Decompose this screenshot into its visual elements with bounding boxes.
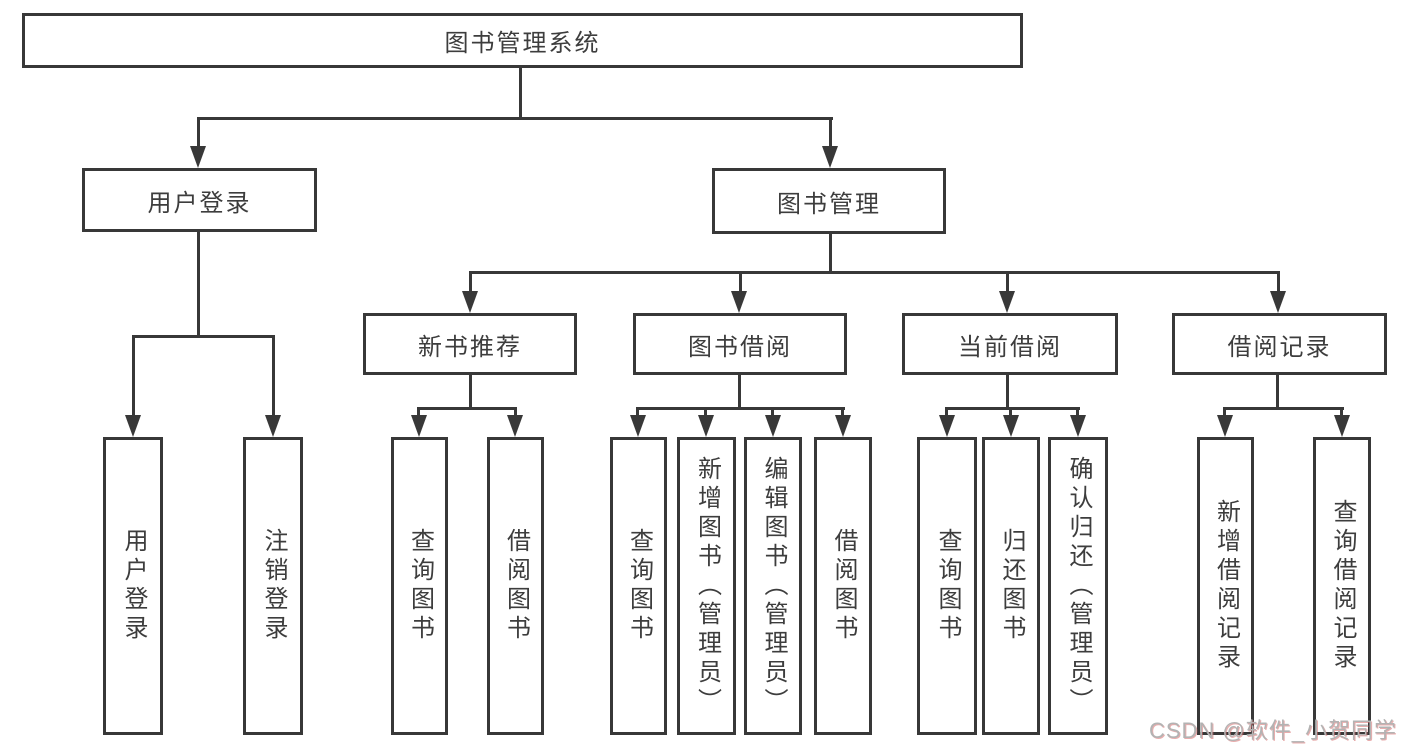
- node-label: 当前借阅: [958, 333, 1062, 361]
- node-label: 借阅图书: [502, 528, 530, 644]
- leaf-confirm-return-admin: 确认归还（管理员）: [1048, 437, 1108, 735]
- arrow-down: [939, 415, 955, 437]
- connector-line: [771, 407, 774, 418]
- node-label: 借阅记录: [1227, 333, 1332, 361]
- arrow-down: [731, 291, 747, 313]
- arrow-down: [462, 291, 478, 313]
- node-book-management: 图书管理: [712, 168, 946, 234]
- connector-line: [1276, 375, 1279, 410]
- arrow-down: [265, 415, 281, 437]
- connector-line: [1277, 271, 1280, 295]
- connector-line: [841, 407, 844, 418]
- connector-line: [1340, 407, 1343, 418]
- node-new-book-recommendation: 新书推荐: [363, 313, 577, 375]
- arrow-down: [999, 291, 1015, 313]
- connector-line: [1223, 407, 1344, 410]
- connector-line: [272, 335, 275, 418]
- node-borrowing-records: 借阅记录: [1172, 313, 1387, 375]
- connector-line: [132, 335, 135, 418]
- node-label: 编辑图书（管理员）: [760, 455, 787, 717]
- node-label: 归还图书: [998, 528, 1025, 644]
- leaf-query-books-2: 查询图书: [610, 437, 667, 735]
- arrow-down: [765, 415, 781, 437]
- node-current-borrowing: 当前借阅: [902, 313, 1118, 375]
- arrow-down: [822, 146, 838, 168]
- node-label: 查询图书: [406, 528, 434, 644]
- leaf-borrow-books-2: 借阅图书: [814, 437, 872, 735]
- leaf-add-books-admin: 新增图书（管理员）: [677, 437, 736, 735]
- connector-line: [1009, 407, 1012, 418]
- connector-line: [739, 271, 742, 295]
- arrow-down: [630, 415, 646, 437]
- connector-line: [197, 232, 200, 335]
- arrow-down: [698, 415, 714, 437]
- connector-line: [829, 117, 832, 152]
- connector-line: [469, 375, 472, 410]
- connector-line: [1076, 407, 1079, 418]
- connector-line: [636, 407, 845, 410]
- leaf-borrow-books-1: 借阅图书: [487, 437, 544, 735]
- connector-line: [945, 407, 1080, 410]
- connector-line: [945, 407, 948, 418]
- arrow-down: [1270, 291, 1286, 313]
- connector-line: [636, 407, 639, 418]
- connector-line: [1006, 375, 1009, 410]
- connector-line: [1223, 407, 1226, 418]
- node-label: 用户登录: [147, 189, 252, 217]
- node-label: 注销登录: [260, 528, 287, 644]
- arrow-down: [835, 415, 851, 437]
- arrow-down: [507, 415, 523, 437]
- connector-line: [197, 117, 833, 120]
- leaf-logout: 注销登录: [243, 437, 303, 735]
- arrow-down: [1070, 415, 1086, 437]
- watermark: CSDN @软件_小贺同学: [1148, 718, 1397, 743]
- leaf-edit-books-admin: 编辑图书（管理员）: [744, 437, 802, 735]
- leaf-query-books-3: 查询图书: [917, 437, 977, 735]
- connector-line: [132, 335, 275, 338]
- connector-line: [1006, 271, 1009, 295]
- connector-line: [469, 271, 1279, 274]
- connector-line: [469, 271, 472, 295]
- node-label: 新增图书（管理员）: [693, 455, 721, 717]
- node-label: 查询图书: [934, 528, 961, 644]
- leaf-return-books: 归还图书: [982, 437, 1040, 735]
- arrow-down: [1217, 415, 1233, 437]
- node-label: 图书管理: [777, 190, 881, 218]
- connector-line: [519, 68, 522, 117]
- node-label: 用户登录: [120, 528, 147, 644]
- leaf-user-login: 用户登录: [103, 437, 163, 735]
- connector-line: [197, 117, 200, 152]
- connector-line: [514, 407, 517, 418]
- arrow-down: [125, 415, 141, 437]
- arrow-down: [1003, 415, 1019, 437]
- connector-line: [417, 407, 420, 418]
- node-label: 新书推荐: [418, 333, 522, 361]
- node-label: 确认归还（管理员）: [1065, 455, 1092, 717]
- arrow-down: [190, 146, 206, 168]
- node-label: 图书借阅: [688, 333, 792, 361]
- node-library-system: 图书管理系统: [22, 13, 1023, 68]
- connector-line: [704, 407, 707, 418]
- arrow-down: [411, 415, 427, 437]
- leaf-query-books-1: 查询图书: [391, 437, 448, 735]
- connector-line: [417, 407, 517, 410]
- arrow-down: [1334, 415, 1350, 437]
- leaf-add-borrow-record: 新增借阅记录: [1197, 437, 1254, 735]
- leaf-query-borrow-record: 查询借阅记录: [1313, 437, 1371, 735]
- node-label: 借阅图书: [830, 528, 857, 644]
- node-label: 查询借阅记录: [1329, 499, 1356, 673]
- node-user-login: 用户登录: [82, 168, 317, 232]
- node-label: 新增借阅记录: [1212, 499, 1240, 673]
- connector-line: [738, 375, 741, 410]
- connector-line: [829, 234, 832, 274]
- node-label: 查询图书: [625, 528, 653, 644]
- node-label: 图书管理系统: [444, 30, 601, 57]
- node-book-borrowing: 图书借阅: [633, 313, 847, 375]
